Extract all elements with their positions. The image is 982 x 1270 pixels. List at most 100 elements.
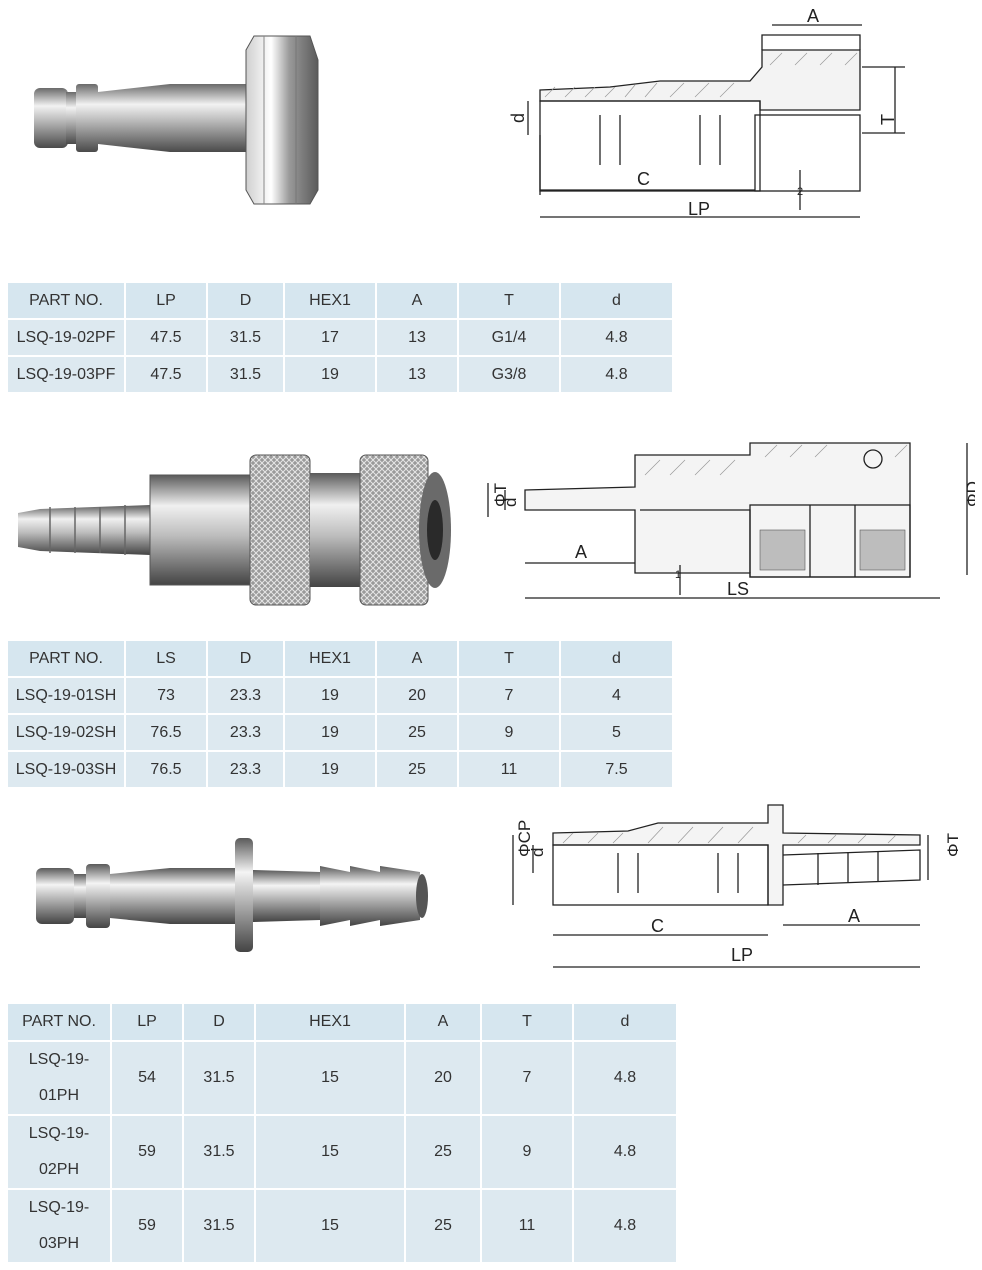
cell-d-lower: 4 <box>561 678 672 713</box>
cell-lp: 47.5 <box>126 357 206 392</box>
product-photo-pf <box>34 35 319 205</box>
table-row: LSQ-19-03SH 76.5 23.3 19 25 11 7.5 <box>8 752 672 787</box>
cell-d-lower: 4.8 <box>561 357 672 392</box>
cell-part-no: LSQ-19-01SH <box>8 678 124 713</box>
cell-t: 9 <box>459 715 559 750</box>
drawing-label-phi-t: ΦT <box>491 483 510 507</box>
cell-d-upper: 31.5 <box>184 1190 254 1262</box>
cell-d-lower: 4.8 <box>574 1190 676 1262</box>
table-row: LSQ-19-02PF 47.5 31.5 17 13 G1/4 4.8 <box>8 320 672 355</box>
cell-a: 13 <box>377 320 457 355</box>
col-d-upper: D <box>208 283 283 318</box>
cell-hex1: 19 <box>285 715 375 750</box>
cell-a: 25 <box>406 1116 480 1188</box>
cell-d-lower: 4.8 <box>574 1042 676 1114</box>
col-t: T <box>482 1004 572 1040</box>
col-d-upper: D <box>208 641 283 676</box>
cell-t: 11 <box>459 752 559 787</box>
col-part-no: PART NO. <box>8 1004 110 1040</box>
drawing-label-lp: LP <box>731 945 753 965</box>
col-lp: LP <box>126 283 206 318</box>
col-lp: LP <box>112 1004 182 1040</box>
col-t: T <box>459 283 559 318</box>
table-row: LSQ-19-01SH 73 23.3 19 20 7 4 <box>8 678 672 713</box>
cell-lp: 59 <box>112 1116 182 1188</box>
cell-d-upper: 23.3 <box>208 715 283 750</box>
col-hex1: HEX1 <box>285 641 375 676</box>
cell-part-no: LSQ-19-03PF <box>8 357 124 392</box>
col-part-no: PART NO. <box>8 283 124 318</box>
product-section-pf: A d T C LP 2 PART NO. LP D HEX1 A T d LS… <box>0 0 982 400</box>
cell-a: 20 <box>377 678 457 713</box>
cell-part-no: LSQ-19-02PF <box>8 320 124 355</box>
cell-t: 7 <box>482 1042 572 1114</box>
table-header-row: PART NO. LP D HEX1 A T d <box>8 1004 676 1040</box>
technical-drawing-sh: ΦT d A LS ΦD 1 <box>487 442 975 599</box>
cell-lp: 47.5 <box>126 320 206 355</box>
cell-hex1: 19 <box>285 678 375 713</box>
cell-hex1: 15 <box>256 1190 404 1262</box>
drawing-label-phi-t: ΦT <box>944 833 958 857</box>
col-hex1: HEX1 <box>256 1004 404 1040</box>
cell-part-no: LSQ-19-01PH <box>8 1042 110 1114</box>
cell-d-upper: 31.5 <box>208 320 283 355</box>
cell-d-upper: 31.5 <box>184 1042 254 1114</box>
drawing-label-t: T <box>878 114 898 125</box>
cell-part-no: LSQ-19-02SH <box>8 715 124 750</box>
cell-a: 25 <box>406 1190 480 1262</box>
drawing-label-phi-d: ΦD <box>963 481 975 507</box>
cell-part-no: LSQ-19-02PH <box>8 1116 110 1188</box>
cell-d-upper: 23.3 <box>208 752 283 787</box>
cell-hex1: 15 <box>256 1042 404 1114</box>
drawing-label-ls: LS <box>727 579 749 599</box>
cell-d-upper: 23.3 <box>208 678 283 713</box>
cell-ls: 76.5 <box>126 715 206 750</box>
drawing-label-d: d <box>508 113 528 123</box>
technical-drawing-pf: A d T C LP 2 <box>508 6 905 219</box>
cell-t: 9 <box>482 1116 572 1188</box>
table-row: LSQ-19-03PF 47.5 31.5 19 13 G3/8 4.8 <box>8 357 672 392</box>
cell-part-no: LSQ-19-03PH <box>8 1190 110 1262</box>
cell-d-lower: 4.8 <box>574 1116 676 1188</box>
drawing-label-hex-mark: 2 <box>797 186 803 198</box>
table-header-row: PART NO. LS D HEX1 A T d <box>8 641 672 676</box>
product-photo-sh <box>18 454 451 606</box>
product-section-ph: ΦCP d ΦT C A LP PART NO. LP D HEX1 A T d… <box>0 795 982 1265</box>
col-a: A <box>377 641 457 676</box>
spec-table-pf: PART NO. LP D HEX1 A T d LSQ-19-02PF 47.… <box>6 281 674 394</box>
cell-d-upper: 31.5 <box>184 1116 254 1188</box>
cell-lp: 54 <box>112 1042 182 1114</box>
col-hex1: HEX1 <box>285 283 375 318</box>
col-a: A <box>377 283 457 318</box>
table-row: LSQ-19-01PH 54 31.5 15 20 7 4.8 <box>8 1042 676 1114</box>
cell-hex1: 17 <box>285 320 375 355</box>
drawing-label-c: C <box>651 916 664 936</box>
product-photo-ph <box>36 838 428 952</box>
cell-d-lower: 7.5 <box>561 752 672 787</box>
cell-ls: 76.5 <box>126 752 206 787</box>
cell-ls: 73 <box>126 678 206 713</box>
spec-table-ph: PART NO. LP D HEX1 A T d LSQ-19-01PH 54 … <box>6 1002 678 1264</box>
cell-lp: 59 <box>112 1190 182 1262</box>
cell-d-lower: 5 <box>561 715 672 750</box>
col-a: A <box>406 1004 480 1040</box>
cell-a: 25 <box>377 715 457 750</box>
cell-t: G3/8 <box>459 357 559 392</box>
table-row: LSQ-19-03PH 59 31.5 15 25 11 4.8 <box>8 1190 676 1262</box>
cell-t: 11 <box>482 1190 572 1262</box>
technical-drawing-ph: ΦCP d ΦT C A LP <box>512 804 958 968</box>
cell-a: 25 <box>377 752 457 787</box>
drawing-label-c: C <box>637 169 650 189</box>
table-header-row: PART NO. LP D HEX1 A T d <box>8 283 672 318</box>
cell-d-lower: 4.8 <box>561 320 672 355</box>
col-d-lower: d <box>561 283 672 318</box>
drawing-label-a: A <box>848 906 860 926</box>
cell-hex1: 19 <box>285 357 375 392</box>
table-row: LSQ-19-02PH 59 31.5 15 25 9 4.8 <box>8 1116 676 1188</box>
cell-a: 20 <box>406 1042 480 1114</box>
col-ls: LS <box>126 641 206 676</box>
cell-hex1: 15 <box>256 1116 404 1188</box>
cell-part-no: LSQ-19-03SH <box>8 752 124 787</box>
drawing-label-lp: LP <box>688 199 710 219</box>
drawing-label-a: A <box>575 542 587 562</box>
